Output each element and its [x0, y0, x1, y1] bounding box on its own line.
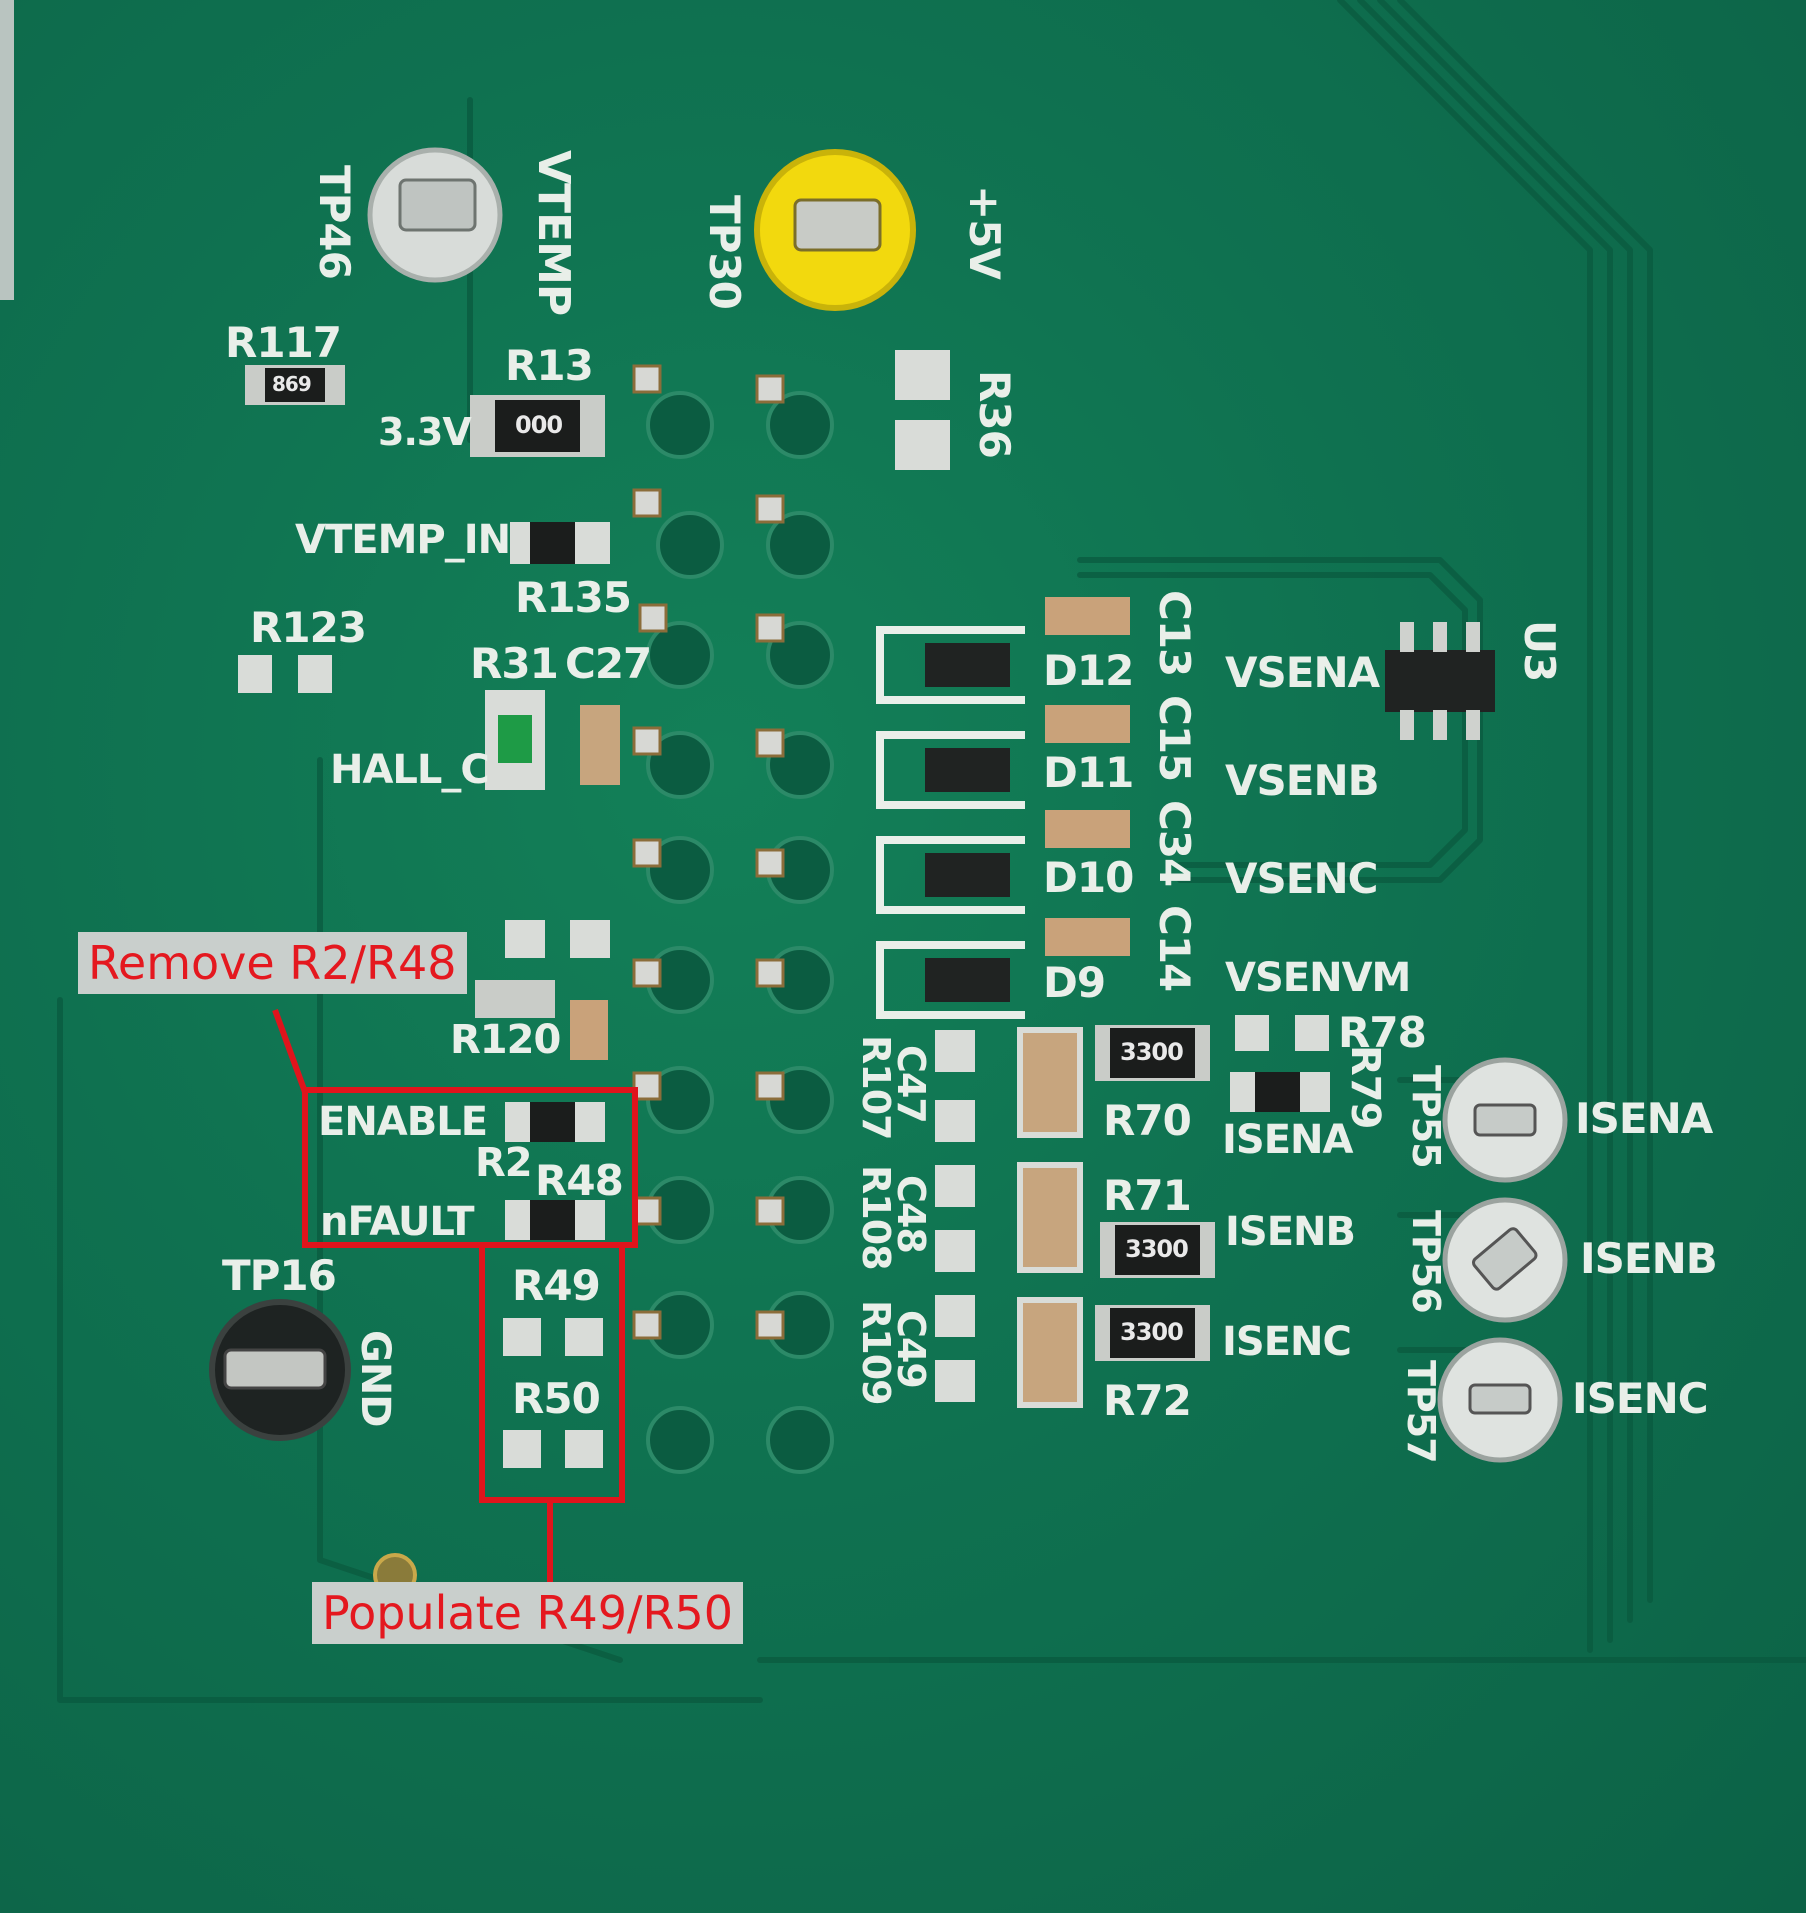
via-array — [632, 364, 834, 1474]
label-r79: R79 — [1342, 1045, 1388, 1129]
smd-components — [238, 350, 1495, 1468]
label-d9: D9 — [1043, 958, 1106, 1007]
label-r108: R108 — [854, 1165, 898, 1270]
label-r2: R2 — [475, 1140, 533, 1186]
label-d10: D10 — [1043, 853, 1134, 902]
label-r109: R109 — [854, 1300, 898, 1405]
label-r107: R107 — [854, 1035, 898, 1140]
label-r49: R49 — [512, 1261, 601, 1310]
callout-populate: Populate R49/R50 — [312, 1582, 744, 1644]
r70-marking: 3300 — [1120, 1038, 1184, 1066]
label-r72: R72 — [1103, 1376, 1192, 1425]
copper-traces — [57, 0, 1806, 1703]
r117-marking: 869 — [272, 372, 312, 396]
r72-marking: 3300 — [1120, 1318, 1184, 1346]
leader-remove — [272, 1008, 308, 1094]
label-u3: U3 — [1515, 620, 1564, 682]
label-r71: R71 — [1103, 1171, 1192, 1220]
label-isenc-tp: ISENC — [1572, 1374, 1709, 1423]
label-tp55: TP55 — [1404, 1065, 1448, 1168]
label-r31: R31 — [470, 639, 559, 688]
label-plus5v: +5V — [960, 185, 1009, 279]
label-d11: D11 — [1043, 748, 1134, 797]
label-isena-tp: ISENA — [1575, 1094, 1713, 1143]
label-enable: ENABLE — [318, 1099, 488, 1145]
label-vtemp-in: VTEMP_IN — [295, 517, 511, 563]
testpoint-tp30 — [754, 149, 916, 311]
testpoint-tp57 — [1437, 1337, 1563, 1463]
label-r50: R50 — [512, 1374, 601, 1423]
label-c27: C27 — [565, 639, 652, 688]
label-vsenvm: VSENVM — [1225, 955, 1411, 1001]
label-3v3: 3.3V — [378, 410, 472, 454]
label-r13: R13 — [505, 341, 594, 390]
label-tp56: TP56 — [1404, 1210, 1448, 1313]
label-r117: R117 — [225, 318, 342, 367]
label-isenc: ISENC — [1222, 1319, 1352, 1365]
label-hall-c: HALL_C — [330, 747, 490, 793]
label-d12: D12 — [1043, 646, 1134, 695]
label-c13: C13 — [1150, 590, 1199, 677]
label-isena: ISENA — [1222, 1117, 1353, 1163]
testpoint-tp46 — [367, 147, 503, 283]
label-r70: R70 — [1103, 1096, 1192, 1145]
testpoint-tp56 — [1442, 1197, 1568, 1323]
label-gnd: GND — [352, 1330, 398, 1427]
label-tp30: TP30 — [700, 195, 749, 309]
label-vsena: VSENA — [1225, 648, 1380, 697]
board-edge-background — [0, 0, 14, 300]
label-tp57: TP57 — [1399, 1360, 1443, 1463]
label-r48: R48 — [535, 1156, 624, 1205]
label-nfault: nFAULT — [320, 1199, 475, 1245]
label-r135: R135 — [515, 573, 632, 622]
label-r78: R78 — [1338, 1008, 1427, 1057]
label-c34: C34 — [1150, 800, 1199, 887]
label-isenb: ISENB — [1225, 1209, 1356, 1255]
label-vsenb: VSENB — [1225, 756, 1380, 805]
testpoint-tp16 — [209, 1299, 351, 1441]
label-r120: R120 — [450, 1017, 561, 1063]
r71-marking: 3300 — [1125, 1235, 1189, 1263]
label-vsenc: VSENC — [1225, 854, 1378, 903]
annotation-boxes — [272, 1008, 638, 1595]
label-vtemp: VTEMP — [528, 150, 579, 316]
box-remove-r2-r48 — [302, 1087, 638, 1248]
testpoint-tp55 — [1442, 1057, 1568, 1183]
label-c14: C14 — [1150, 905, 1199, 992]
label-isenb-tp: ISENB — [1580, 1234, 1718, 1283]
label-c15: C15 — [1150, 695, 1199, 782]
r13-marking: 000 — [515, 411, 563, 439]
label-tp16: TP16 — [222, 1251, 337, 1300]
label-r36: R36 — [970, 370, 1019, 458]
label-r123: R123 — [250, 603, 367, 652]
callout-remove: Remove R2/R48 — [78, 932, 467, 994]
label-tp46: TP46 — [310, 165, 359, 279]
